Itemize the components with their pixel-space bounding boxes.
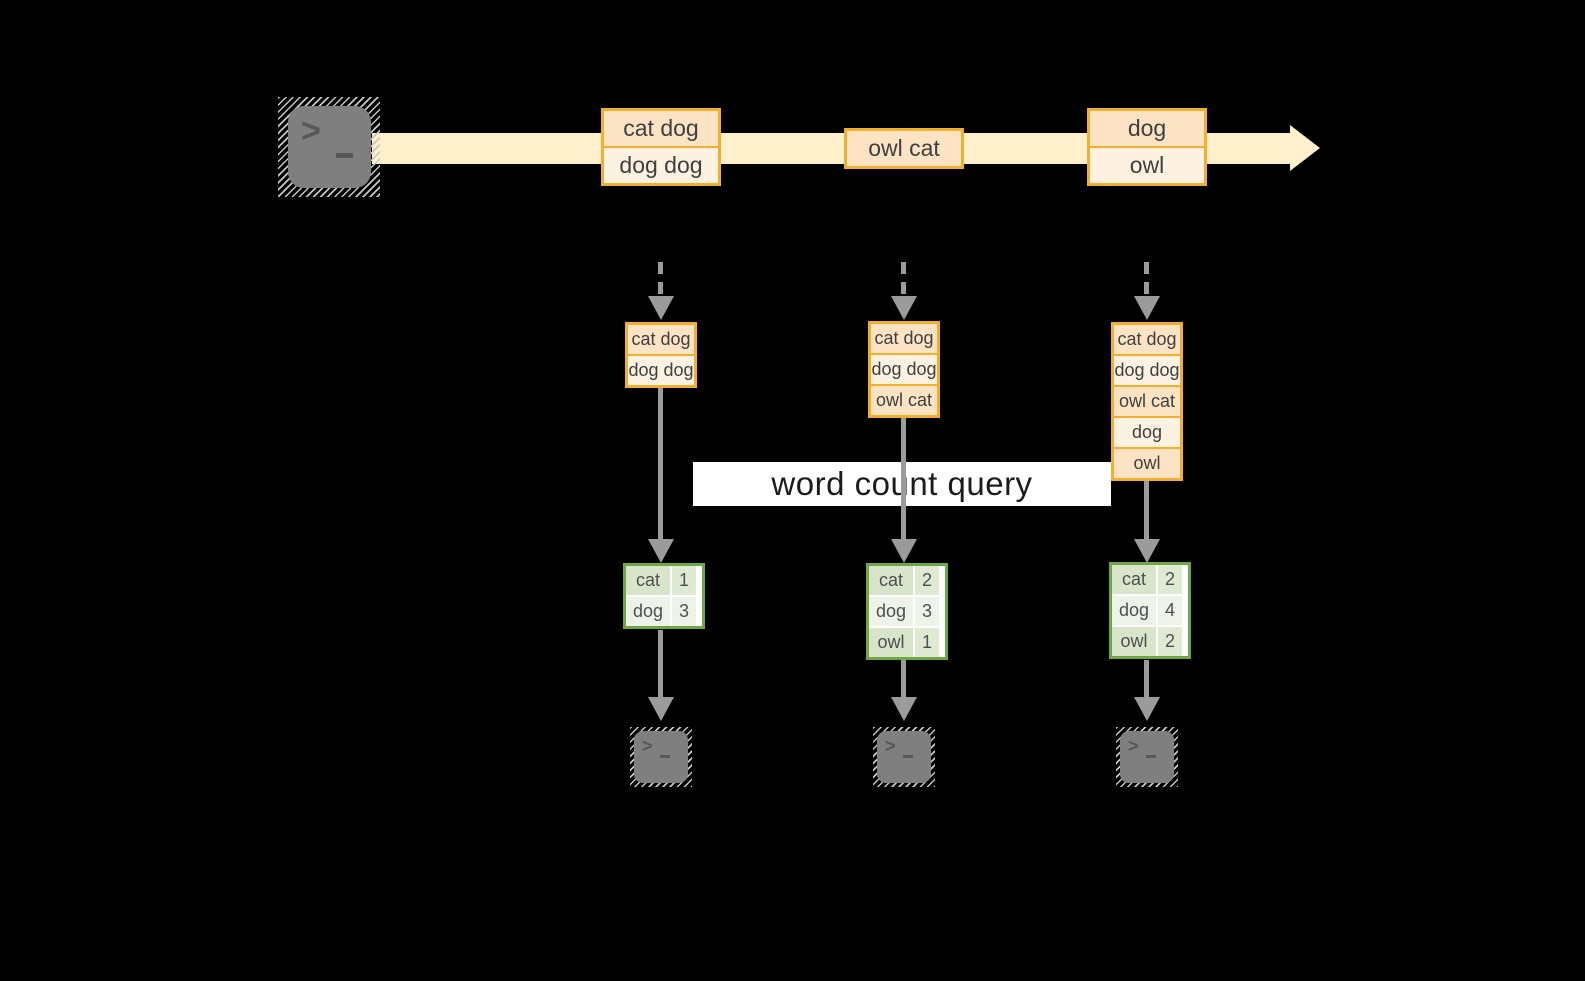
- arrow-line: [1144, 660, 1149, 698]
- count-value: 1: [672, 566, 696, 595]
- buffer-cell: owl cat: [871, 386, 937, 415]
- prompt-underscore-icon: [660, 755, 670, 758]
- buffer-stack-1: cat dog dog dog: [625, 322, 697, 388]
- count-word: owl: [869, 628, 913, 657]
- arrowhead-icon: [891, 697, 917, 721]
- prompt-chevron-icon: >: [301, 112, 321, 150]
- terminal-icon: >: [630, 727, 692, 787]
- prompt-chevron-icon: >: [885, 736, 896, 756]
- arrowhead-icon: [648, 539, 674, 563]
- count-value: 2: [915, 566, 939, 595]
- terminal-icon: >: [278, 97, 380, 197]
- buffer-cell: cat dog: [628, 325, 694, 354]
- count-value: 2: [1158, 627, 1182, 656]
- terminal-icon: >: [873, 727, 935, 787]
- buffer-cell: dog dog: [871, 355, 937, 384]
- count-value: 2: [1158, 565, 1182, 594]
- prompt-underscore-icon: [903, 755, 913, 758]
- arrow-line: [658, 388, 663, 540]
- count-value: 4: [1158, 596, 1182, 625]
- buffer-cell: owl: [1114, 449, 1180, 478]
- buffer-stack-2: cat dog dog dog owl cat: [868, 321, 940, 418]
- prompt-chevron-icon: >: [642, 736, 653, 756]
- buffer-cell: dog dog: [628, 356, 694, 385]
- arrowhead-icon: [648, 296, 674, 320]
- arrow-line: [658, 630, 663, 698]
- arrowhead-icon: [891, 296, 917, 320]
- count-value: 3: [672, 597, 696, 626]
- count-value: 1: [915, 628, 939, 657]
- event-cell: owl: [1090, 148, 1204, 183]
- prompt-chevron-icon: >: [1128, 736, 1139, 756]
- prompt-underscore-icon: [1146, 755, 1156, 758]
- buffer-stack-3: cat dog dog dog owl cat dog owl: [1111, 322, 1183, 481]
- arrow-line: [901, 660, 906, 698]
- arrow-line: [901, 418, 906, 540]
- stream-event-box-2: owl cat: [844, 128, 964, 169]
- count-word: dog: [1112, 596, 1156, 625]
- dashed-arrow-line: [658, 262, 663, 294]
- event-cell: dog: [1090, 111, 1204, 146]
- terminal-icon-body: >: [634, 731, 688, 783]
- event-cell: owl cat: [847, 131, 961, 166]
- arrowhead-icon: [1134, 697, 1160, 721]
- count-table-2: cat 2 dog 3 owl 1: [866, 563, 948, 660]
- arrow-line: [1144, 481, 1149, 540]
- buffer-cell: owl cat: [1114, 387, 1180, 416]
- count-word: dog: [626, 597, 670, 626]
- count-table-1: cat 1 dog 3: [623, 563, 705, 629]
- count-word: cat: [626, 566, 670, 595]
- count-word: dog: [869, 597, 913, 626]
- arrowhead-icon: [1134, 539, 1160, 563]
- count-word: owl: [1112, 627, 1156, 656]
- buffer-cell: dog dog: [1114, 356, 1180, 385]
- dashed-arrow-line: [1144, 262, 1149, 294]
- count-word: cat: [1112, 565, 1156, 594]
- stream-event-box-3: dog owl: [1087, 108, 1207, 186]
- terminal-icon-body: >: [877, 731, 931, 783]
- buffer-cell: cat dog: [871, 324, 937, 353]
- terminal-icon-body: >: [1120, 731, 1174, 783]
- terminal-icon: >: [1116, 727, 1178, 787]
- stream-event-box-1: cat dog dog dog: [601, 108, 721, 186]
- arrowhead-icon: [1134, 296, 1160, 320]
- count-word: cat: [869, 566, 913, 595]
- buffer-cell: dog: [1114, 418, 1180, 447]
- terminal-icon-body: >: [288, 106, 371, 188]
- stream-timeline-arrowhead-icon: [1290, 125, 1320, 171]
- dashed-arrow-line: [901, 262, 906, 294]
- count-table-3: cat 2 dog 4 owl 2: [1109, 562, 1191, 659]
- event-cell: cat dog: [604, 111, 718, 146]
- prompt-underscore-icon: [336, 153, 353, 158]
- event-cell: dog dog: [604, 148, 718, 183]
- count-value: 3: [915, 597, 939, 626]
- buffer-cell: cat dog: [1114, 325, 1180, 354]
- arrowhead-icon: [891, 539, 917, 563]
- arrowhead-icon: [648, 697, 674, 721]
